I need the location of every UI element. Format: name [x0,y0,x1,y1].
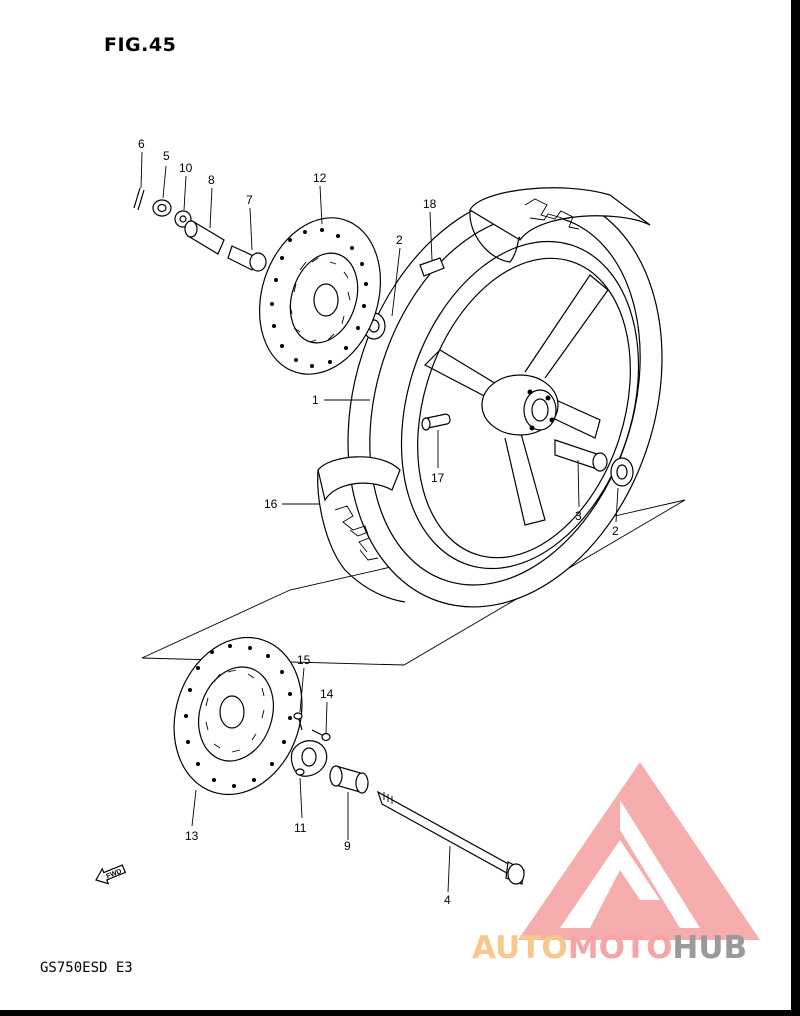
gearbox-part-11 [290,740,328,777]
watermark-auto: AUTO [472,930,568,966]
callout-15: 15 [297,653,311,667]
spacer-part-9 [329,765,369,794]
collar-part-7 [227,245,267,272]
wheel-part-1 [400,240,640,570]
assembly-outline-frame [141,499,686,666]
spacer-part-3 [554,439,608,472]
watermark-logo [518,762,760,940]
callout-18: 18 [423,197,437,211]
model-code: GS750ESD E3 [40,960,133,976]
valve-part-17 [421,413,451,431]
callout-10: 10 [179,161,193,175]
spacer-part-8 [184,220,225,255]
balancer-part-18 [419,257,445,277]
watermark-hub: HUB [672,930,748,966]
scan-edge-bottom [0,1010,800,1016]
callout-8: 8 [208,173,215,187]
callout-2-lower: 2 [612,524,619,538]
callout-16: 16 [264,497,278,511]
callout-13: 13 [185,829,199,843]
leader-lines [140,151,619,893]
forward-arrow-icon: FWD [95,864,127,885]
callout-1: 1 [312,393,319,407]
callout-11: 11 [294,821,307,835]
scan-edge-right [791,0,800,1016]
brake-disc-part-12 [258,217,382,375]
cotter-pin-part-6 [133,187,145,211]
fwd-label: FWD [105,868,122,880]
bearing-part-2-right [610,457,634,487]
figure-title: FIG.45 [104,34,177,56]
callout-3: 3 [575,509,582,523]
callout-2-upper: 2 [396,233,403,247]
callout-7: 7 [246,193,253,207]
axle-part-4 [376,790,525,885]
callout-12: 12 [313,171,327,185]
screw-part-15 [293,712,303,731]
callout-labels: 6 5 10 8 7 12 2 18 1 17 3 2 16 15 14 13 … [138,137,619,907]
callout-4: 4 [444,893,451,907]
callout-5: 5 [163,149,170,163]
callout-6: 6 [138,137,145,151]
nut-part-5 [152,199,172,217]
callout-9: 9 [344,839,351,853]
watermark-text: AUTOMOTOHUB [472,930,747,966]
callout-17: 17 [431,471,445,485]
bolt-part-14 [311,729,331,742]
brake-disc-part-13 [173,636,303,796]
watermark-moto: MOTO [567,930,673,966]
callout-14: 14 [320,687,334,701]
